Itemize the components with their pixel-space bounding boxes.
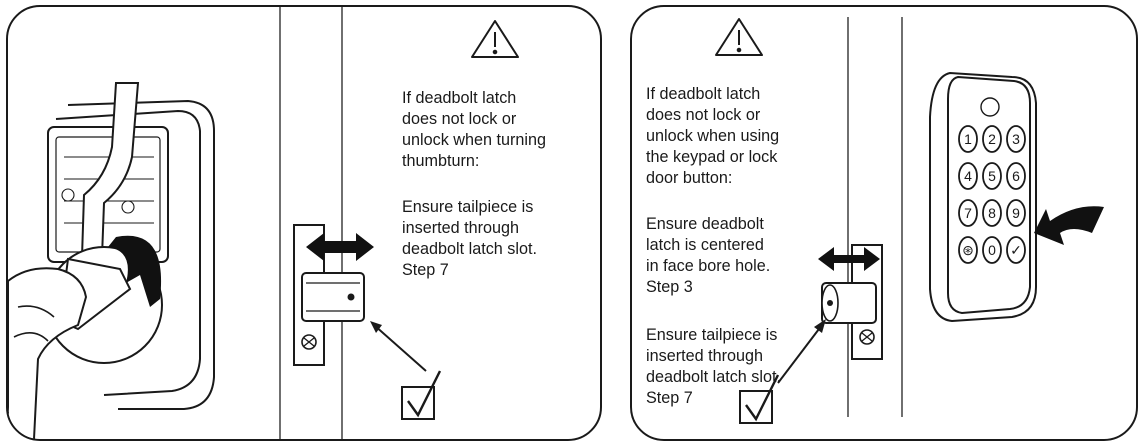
pointer-line — [373, 324, 427, 372]
keypad-key-label: 8 — [988, 205, 996, 221]
left-panel: If deadbolt latch does not lock or unloc… — [6, 5, 602, 441]
plate-screw — [301, 334, 317, 350]
deadbolt-latch — [301, 272, 365, 322]
keypad-key-label: ⊛ — [962, 242, 974, 258]
pointer-line — [777, 324, 823, 384]
keypad-key-outline — [958, 125, 978, 153]
keypad-key-label: 0 — [988, 242, 996, 258]
rotate-arrow-icon — [108, 235, 162, 307]
keypad-key-outline — [958, 162, 978, 190]
left-instruction: Ensure tailpiece is inserted through dea… — [402, 198, 537, 279]
right-instruction-tailpiece: Ensure tailpiece is inserted through dea… — [646, 326, 781, 407]
checkbox-checked-icon — [401, 370, 442, 420]
right-instruction-centered: Ensure deadbolt latch is centered in fac… — [646, 215, 771, 296]
keypad-key-outline — [1006, 162, 1026, 190]
keypad-key-outline — [982, 162, 1002, 190]
keypad-key-outline — [958, 236, 978, 264]
keypad-key-label: 9 — [1012, 205, 1020, 221]
left-title: If deadbolt latch does not lock or unloc… — [402, 89, 546, 170]
checkbox-checked-icon — [739, 374, 780, 424]
right-title: If deadbolt latch does not lock or unloc… — [646, 85, 780, 187]
keypad-key-outline — [982, 236, 1002, 264]
hand-illustration — [8, 267, 88, 439]
keypad-key-outline — [1006, 236, 1026, 264]
keypad-key-outline — [958, 199, 978, 227]
keypad-key-label: ✓ — [1010, 242, 1022, 258]
keypad-key-outline — [982, 199, 1002, 227]
warning-triangle-icon — [471, 20, 519, 58]
left-illustration — [8, 7, 519, 439]
right-text: If deadbolt latch does not lock or unloc… — [646, 63, 826, 430]
cable-strap — [80, 82, 140, 258]
keypad-key-label: 4 — [964, 168, 972, 184]
warning-triangle-icon — [715, 18, 763, 56]
keypad-key-label: 6 — [1012, 168, 1020, 184]
keypad-key-outline — [982, 125, 1002, 153]
double-arrow-icon — [306, 233, 374, 261]
keypad-key-label: 3 — [1012, 131, 1020, 147]
keypad-key-outline — [1006, 125, 1026, 153]
keypad-key-outline — [1006, 199, 1026, 227]
keypad-key-label: 5 — [988, 168, 996, 184]
keypad-device — [929, 71, 1037, 323]
double-arrow-icon — [818, 247, 880, 271]
keypad-key-label: 1 — [964, 131, 972, 147]
keypad-key-label: 2 — [988, 131, 996, 147]
press-arrow-icon — [1034, 206, 1104, 245]
left-text: If deadbolt latch does not lock or unloc… — [402, 67, 592, 302]
keypad-key-label: 7 — [964, 205, 972, 221]
keypad-logo — [980, 97, 1000, 117]
